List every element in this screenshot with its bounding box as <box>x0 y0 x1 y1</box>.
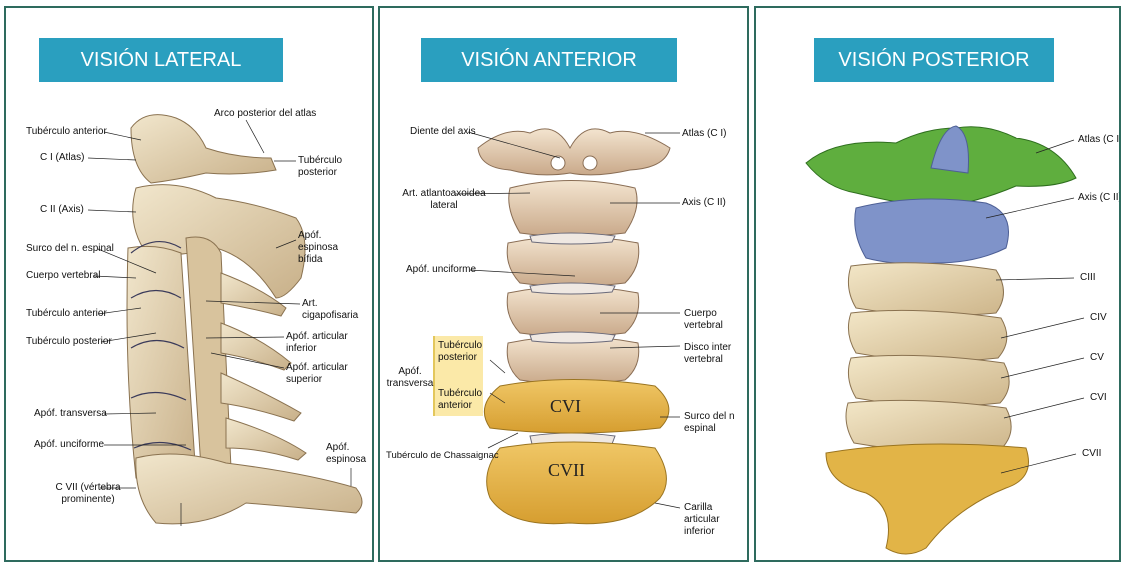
label-carilla: Carilla articular inferior <box>684 502 748 538</box>
label-atlas: Atlas (C I) <box>1078 134 1121 146</box>
label-cvii-on-bone: CVII <box>548 460 585 481</box>
label-ciii: CIII <box>1080 272 1096 284</box>
label-apof-transversa: Apóf. transversa <box>386 366 434 390</box>
label-cvii: C VII (vértebra prominente) <box>54 482 122 506</box>
label-axis: Axis (C II) <box>682 197 726 209</box>
label-cii-axis: C II (Axis) <box>40 204 84 216</box>
lateral-spine-illustration <box>6 8 374 562</box>
label-tuberculo-anterior: Tubérculo anterior <box>438 388 484 412</box>
panel-lateral: VISIÓN LATERAL <box>4 6 374 562</box>
label-atlas: Atlas (C I) <box>682 128 726 140</box>
label-disco: Disco inter vertebral <box>684 342 744 366</box>
label-tuberculo-posterior: Tubérculo posterior <box>438 340 484 364</box>
label-cvi: CVI <box>1090 392 1107 404</box>
label-apof-transversa: Apóf. transversa <box>34 408 107 420</box>
label-tuberculo-posterior-top: Tubérculo posterior <box>298 155 358 179</box>
label-cuerpo-vertebral: Cuerpo vertebral <box>684 308 744 332</box>
label-axis: Axis (C II) <box>1078 192 1121 204</box>
posterior-spine-illustration <box>756 8 1121 562</box>
label-apof-articular-superior: Apóf. articular superior <box>286 362 366 386</box>
label-arco-posterior: Arco posterior del atlas <box>214 108 316 120</box>
label-cvi-on-bone: CVI <box>550 396 581 417</box>
label-apof-unciforme: Apóf. unciforme <box>406 264 476 276</box>
panel-posterior: VISIÓN POSTERIOR Atlas (C I) Ax <box>754 6 1121 562</box>
label-chassaignac: Tubérculo de Chassaignac <box>386 450 499 462</box>
label-tuberculo-anterior-mid: Tubérculo anterior <box>26 308 107 320</box>
label-apof-espinosa: Apóf. espinosa <box>326 442 372 466</box>
label-diente-axis: Diente del axis <box>410 126 476 138</box>
label-cvii: CVII <box>1082 448 1101 460</box>
panel-anterior: VISIÓN ANTERIOR <box>378 6 749 562</box>
label-surco-espinal: Surco del n. espinal <box>26 243 114 255</box>
label-surco-espinal: Surco del n espinal <box>684 411 744 435</box>
label-apof-espinosa-bifida: Apóf. espinosa bífida <box>298 230 358 266</box>
label-ci-atlas: C I (Atlas) <box>40 152 84 164</box>
label-tuberculo-anterior-top: Tubérculo anterior <box>26 126 107 138</box>
label-cv: CV <box>1090 352 1104 364</box>
label-art-cigapofisaria: Art. cigapofisaria <box>302 298 362 322</box>
label-art-atlantoaxoidea: Art. atlantoaxoidea lateral <box>394 188 494 212</box>
label-tuberculo-posterior-mid: Tubérculo posterior <box>26 336 112 348</box>
label-civ: CIV <box>1090 312 1107 324</box>
label-apof-articular-inferior: Apóf. articular inferior <box>286 331 366 355</box>
label-apof-unciforme: Apóf. unciforme <box>34 439 104 451</box>
label-cuerpo-vertebral: Cuerpo vertebral <box>26 270 100 282</box>
